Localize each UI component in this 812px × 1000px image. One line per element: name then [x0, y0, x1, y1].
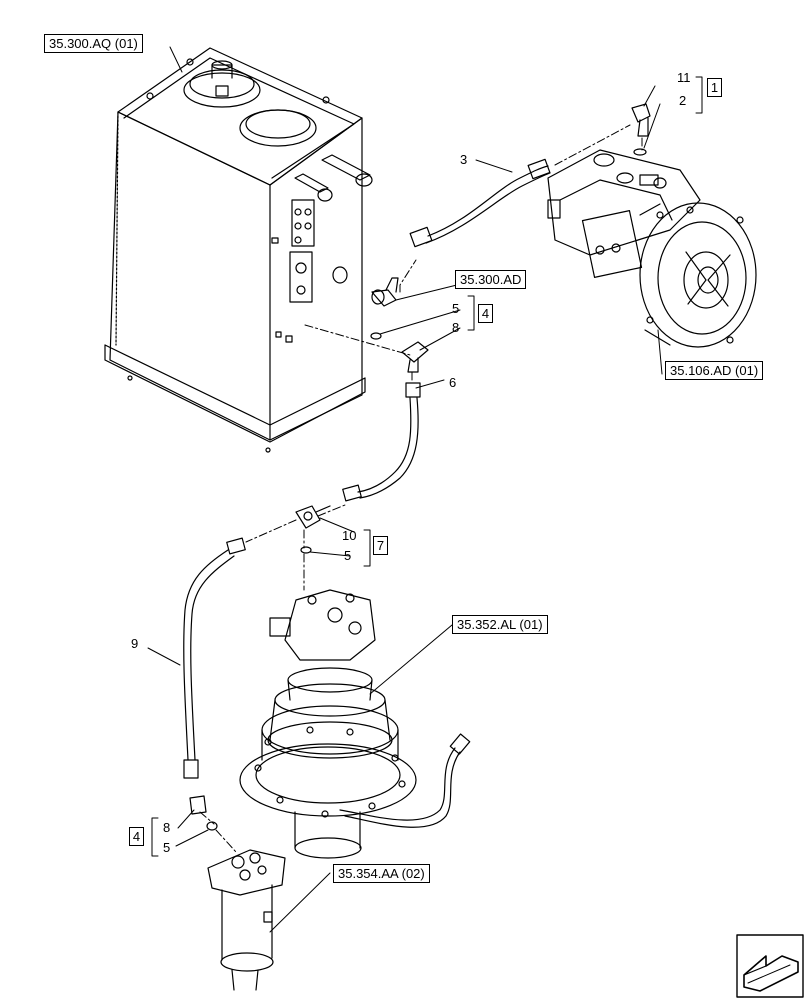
swivel-joint [207, 849, 286, 991]
tee-fitting-upper [370, 332, 429, 373]
hose-3 [409, 158, 551, 248]
connector-lines [199, 124, 643, 853]
group-brackets [151, 76, 703, 857]
hose-6 [342, 382, 421, 502]
item-number: 8 [452, 320, 460, 335]
item-number: 5 [344, 548, 352, 563]
ref-pump-link[interactable]: 35.106.AD (01) [665, 361, 764, 380]
ref-swing-motor-link[interactable]: 35.352.AL (01) [452, 615, 548, 634]
ref-swivel-link[interactable]: 35.354.AA (02) [333, 864, 430, 883]
elbow-fitting [371, 277, 399, 307]
item-number: 9 [131, 636, 139, 651]
swing-motor [239, 589, 471, 859]
group-number-box[interactable]: 4 [129, 827, 144, 846]
tee-fitting-10 [295, 505, 331, 554]
leader-lines [147, 46, 663, 933]
group-number-box[interactable]: 4 [478, 304, 493, 323]
item-number: 10 [342, 528, 357, 543]
fitting-11-2 [631, 103, 651, 156]
item-number: 3 [460, 152, 468, 167]
ref-fitting-link[interactable]: 35.300.AD [455, 270, 527, 289]
group-number-box[interactable]: 1 [707, 78, 722, 97]
hydraulic-pump [547, 149, 757, 348]
fitting-8-5-lower [189, 795, 218, 831]
hose-9 [183, 537, 246, 779]
item-number: 11 [677, 70, 691, 85]
item-number: 6 [449, 375, 457, 390]
ref-tank-link[interactable]: 35.300.AQ (01) [44, 34, 143, 53]
item-number: 5 [163, 840, 171, 855]
arrow-next-icon[interactable] [736, 934, 804, 998]
group-number-box[interactable]: 7 [373, 536, 388, 555]
item-number: 8 [163, 820, 171, 835]
item-number: 2 [679, 93, 687, 108]
item-number: 5 [452, 301, 460, 316]
hydraulic-tank [104, 47, 373, 453]
